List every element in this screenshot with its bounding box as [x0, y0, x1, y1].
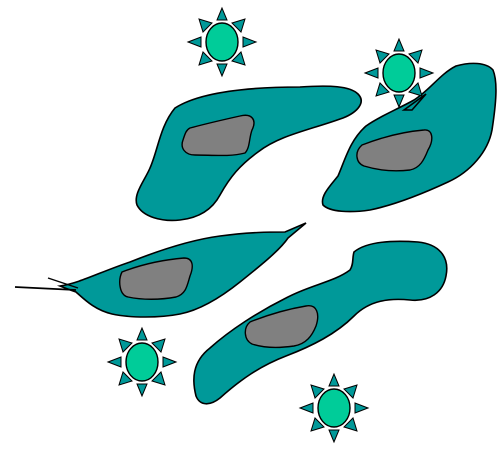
sun-ray: [217, 8, 227, 20]
sun-ray: [420, 68, 433, 78]
sun-core: [206, 23, 238, 61]
sun-ray: [108, 357, 121, 367]
sun-icon-bottom-left: [108, 328, 176, 396]
sun-ray: [329, 374, 339, 386]
cell-3: [15, 223, 306, 317]
sun-ray: [137, 328, 147, 340]
sun-ray: [163, 357, 176, 367]
sun-core: [126, 343, 158, 381]
sun-ray: [137, 384, 147, 396]
sun-core: [318, 389, 350, 427]
sun-ray: [365, 68, 378, 78]
sun-icon-top-left: [188, 8, 256, 76]
sun-ray: [355, 403, 368, 413]
sun-icon-bottom-right: [300, 374, 368, 442]
sun-ray: [394, 39, 404, 51]
sun-ray: [217, 64, 227, 76]
sun-core: [383, 54, 415, 92]
sun-ray: [329, 430, 339, 442]
sun-ray: [300, 403, 313, 413]
sun-ray: [243, 37, 256, 47]
sun-ray: [188, 37, 201, 47]
